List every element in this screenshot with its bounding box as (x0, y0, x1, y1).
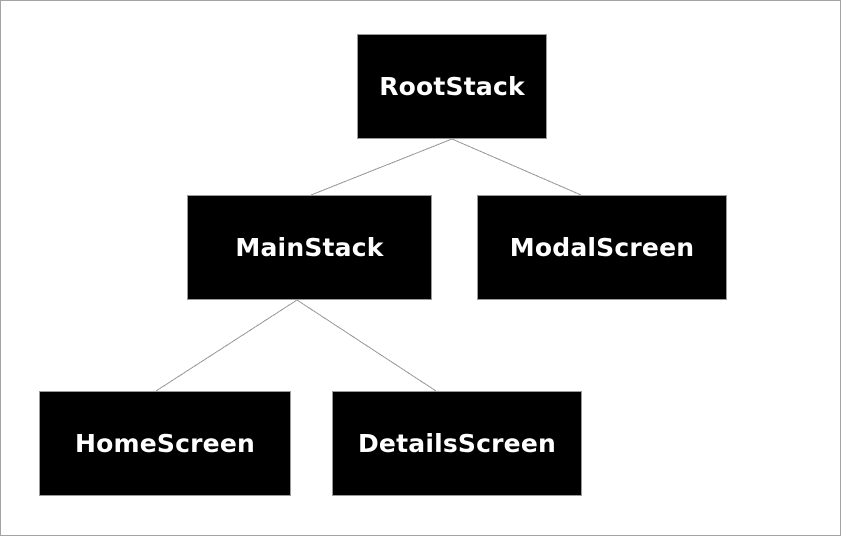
node-modal-screen-label: ModalScreen (509, 233, 695, 262)
node-main-stack-label: MainStack (235, 233, 384, 262)
node-root-stack-label: RootStack (379, 72, 525, 101)
node-details-screen[interactable]: DetailsScreen (332, 391, 582, 496)
node-modal-screen[interactable]: ModalScreen (477, 195, 727, 300)
node-main-stack[interactable]: MainStack (187, 195, 432, 300)
node-root-stack[interactable]: RootStack (357, 34, 547, 139)
edge-main-to-home (155, 299, 298, 392)
edge-root-to-modal (451, 138, 582, 196)
edge-root-to-main (310, 138, 453, 196)
node-details-screen-label: DetailsScreen (357, 429, 556, 458)
node-home-screen-label: HomeScreen (75, 429, 255, 458)
edge-main-to-details (296, 299, 437, 392)
node-home-screen[interactable]: HomeScreen (39, 391, 291, 496)
